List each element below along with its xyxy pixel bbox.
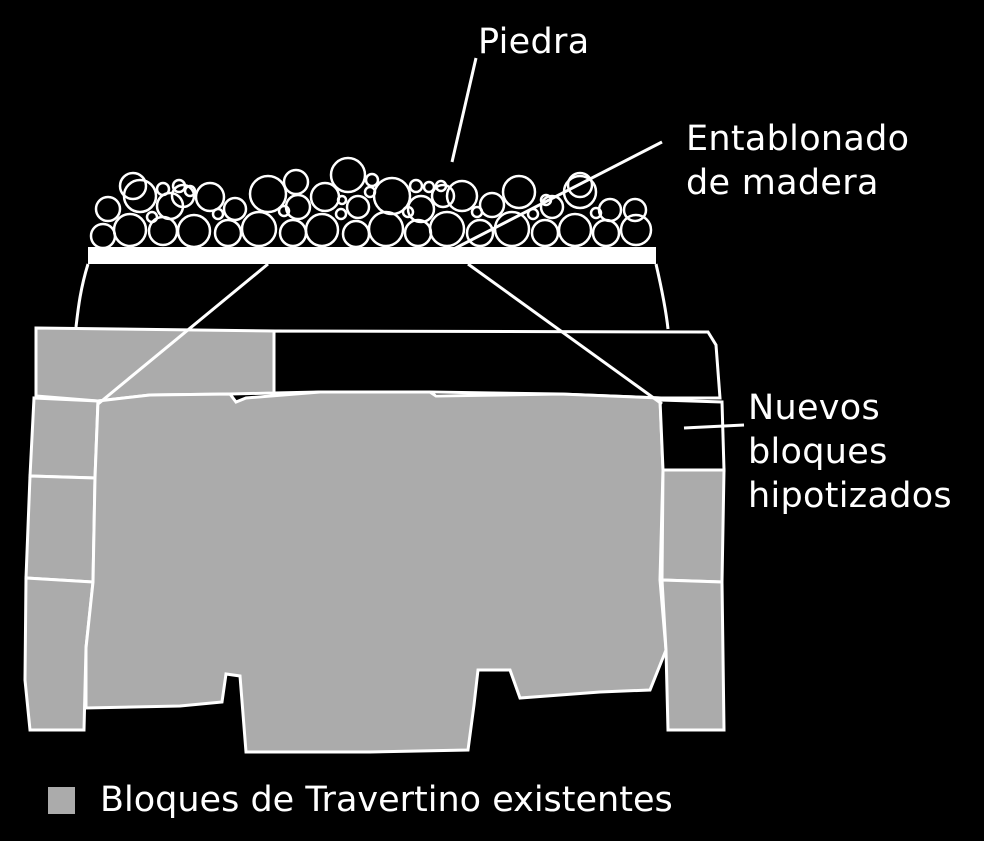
label-new-blocks: Nuevos bloques hipotizados [748, 386, 952, 518]
label-wood-planking-line2: de madera [686, 163, 879, 203]
legend: Bloques de Travertino existentes [48, 776, 673, 824]
stone-pebble [194, 181, 226, 213]
leader-piedra [450, 57, 478, 163]
block-left-1 [28, 396, 100, 480]
stone-pebble [112, 212, 148, 248]
stone-pebble [345, 194, 371, 220]
stone-pebble [591, 218, 621, 248]
label-wood-planking-line1: Entablonado [686, 119, 910, 159]
stone-pebble [430, 183, 456, 209]
stone-pebble [445, 179, 479, 213]
stone-pebble [341, 219, 371, 249]
stone-pebble [470, 205, 484, 219]
stone-pebble [334, 207, 348, 221]
block-right-new [658, 398, 726, 472]
square-swatch-icon [48, 786, 75, 814]
stone-pebble [278, 218, 308, 248]
stone-pebble [222, 196, 248, 222]
stone-pebble [422, 180, 436, 194]
stone-pebble [176, 213, 212, 249]
stone-pebble [118, 171, 148, 201]
label-stone: Piedra [478, 22, 590, 62]
stone-pebble [530, 218, 560, 248]
stone-pebble [329, 156, 367, 194]
stone-pebble [403, 218, 433, 248]
stone-pebble [408, 178, 424, 194]
stone-pebble [557, 212, 593, 248]
stone-pebble [428, 210, 466, 248]
legend-label: Bloques de Travertino existentes [100, 780, 673, 820]
stone-pebble [183, 184, 197, 198]
stone-pebble [406, 194, 436, 224]
block-top-left [34, 326, 276, 403]
stone-pebble [213, 218, 243, 248]
stone-pebble [597, 197, 623, 223]
stone-pebble [539, 194, 565, 220]
stone-pebble [304, 212, 340, 248]
stone-pebble [282, 168, 310, 196]
load-line-right [467, 262, 663, 406]
stone-pebble [211, 207, 225, 221]
stone-pebble [478, 191, 506, 219]
stone-pebble [155, 181, 171, 197]
travertine-blocks [23, 326, 726, 754]
stone-pebble [401, 205, 415, 219]
stone-pebble [170, 183, 196, 209]
stone-pebble [248, 174, 288, 214]
stone-pebble [566, 171, 594, 199]
stone-pebble [89, 222, 117, 250]
stone-pebble [501, 174, 537, 210]
load-line-left [97, 262, 269, 406]
upper-masonry-outline [74, 263, 670, 330]
stone-pebble [277, 204, 291, 218]
stone-layer [89, 156, 653, 250]
label-new-blocks-line2: bloques [748, 432, 888, 472]
stone-pebble [493, 210, 531, 248]
stone-pebble [240, 210, 278, 248]
wood-plank [88, 247, 656, 264]
block-left-2 [24, 474, 97, 584]
block-left-3 [23, 576, 95, 732]
stone-pebble [94, 195, 122, 223]
block-right-1 [660, 468, 726, 584]
leader-nuevos [683, 423, 745, 430]
block-top-right-new [272, 329, 722, 400]
stone-pebble [171, 178, 187, 194]
block-center-main [84, 390, 668, 754]
stone-pebble [622, 197, 648, 223]
stone-pebble [589, 206, 603, 220]
label-new-blocks-line1: Nuevos [748, 388, 881, 428]
stone-pebble [434, 179, 448, 193]
stone-pebble [145, 210, 159, 224]
stone-pebble [284, 193, 312, 221]
stone-pebble [619, 213, 653, 247]
leader-lines [97, 57, 745, 430]
stone-pebble [465, 218, 495, 248]
stone-pebble [363, 185, 377, 199]
block-right-2 [660, 578, 726, 732]
leader-entablonado [443, 140, 663, 256]
stone-pebble [364, 172, 380, 188]
stone-pebble [336, 194, 348, 206]
label-wood-planking: Entablonado de madera [686, 117, 909, 205]
label-new-blocks-line3: hipotizados [748, 476, 952, 516]
stone-pebble [367, 210, 405, 248]
